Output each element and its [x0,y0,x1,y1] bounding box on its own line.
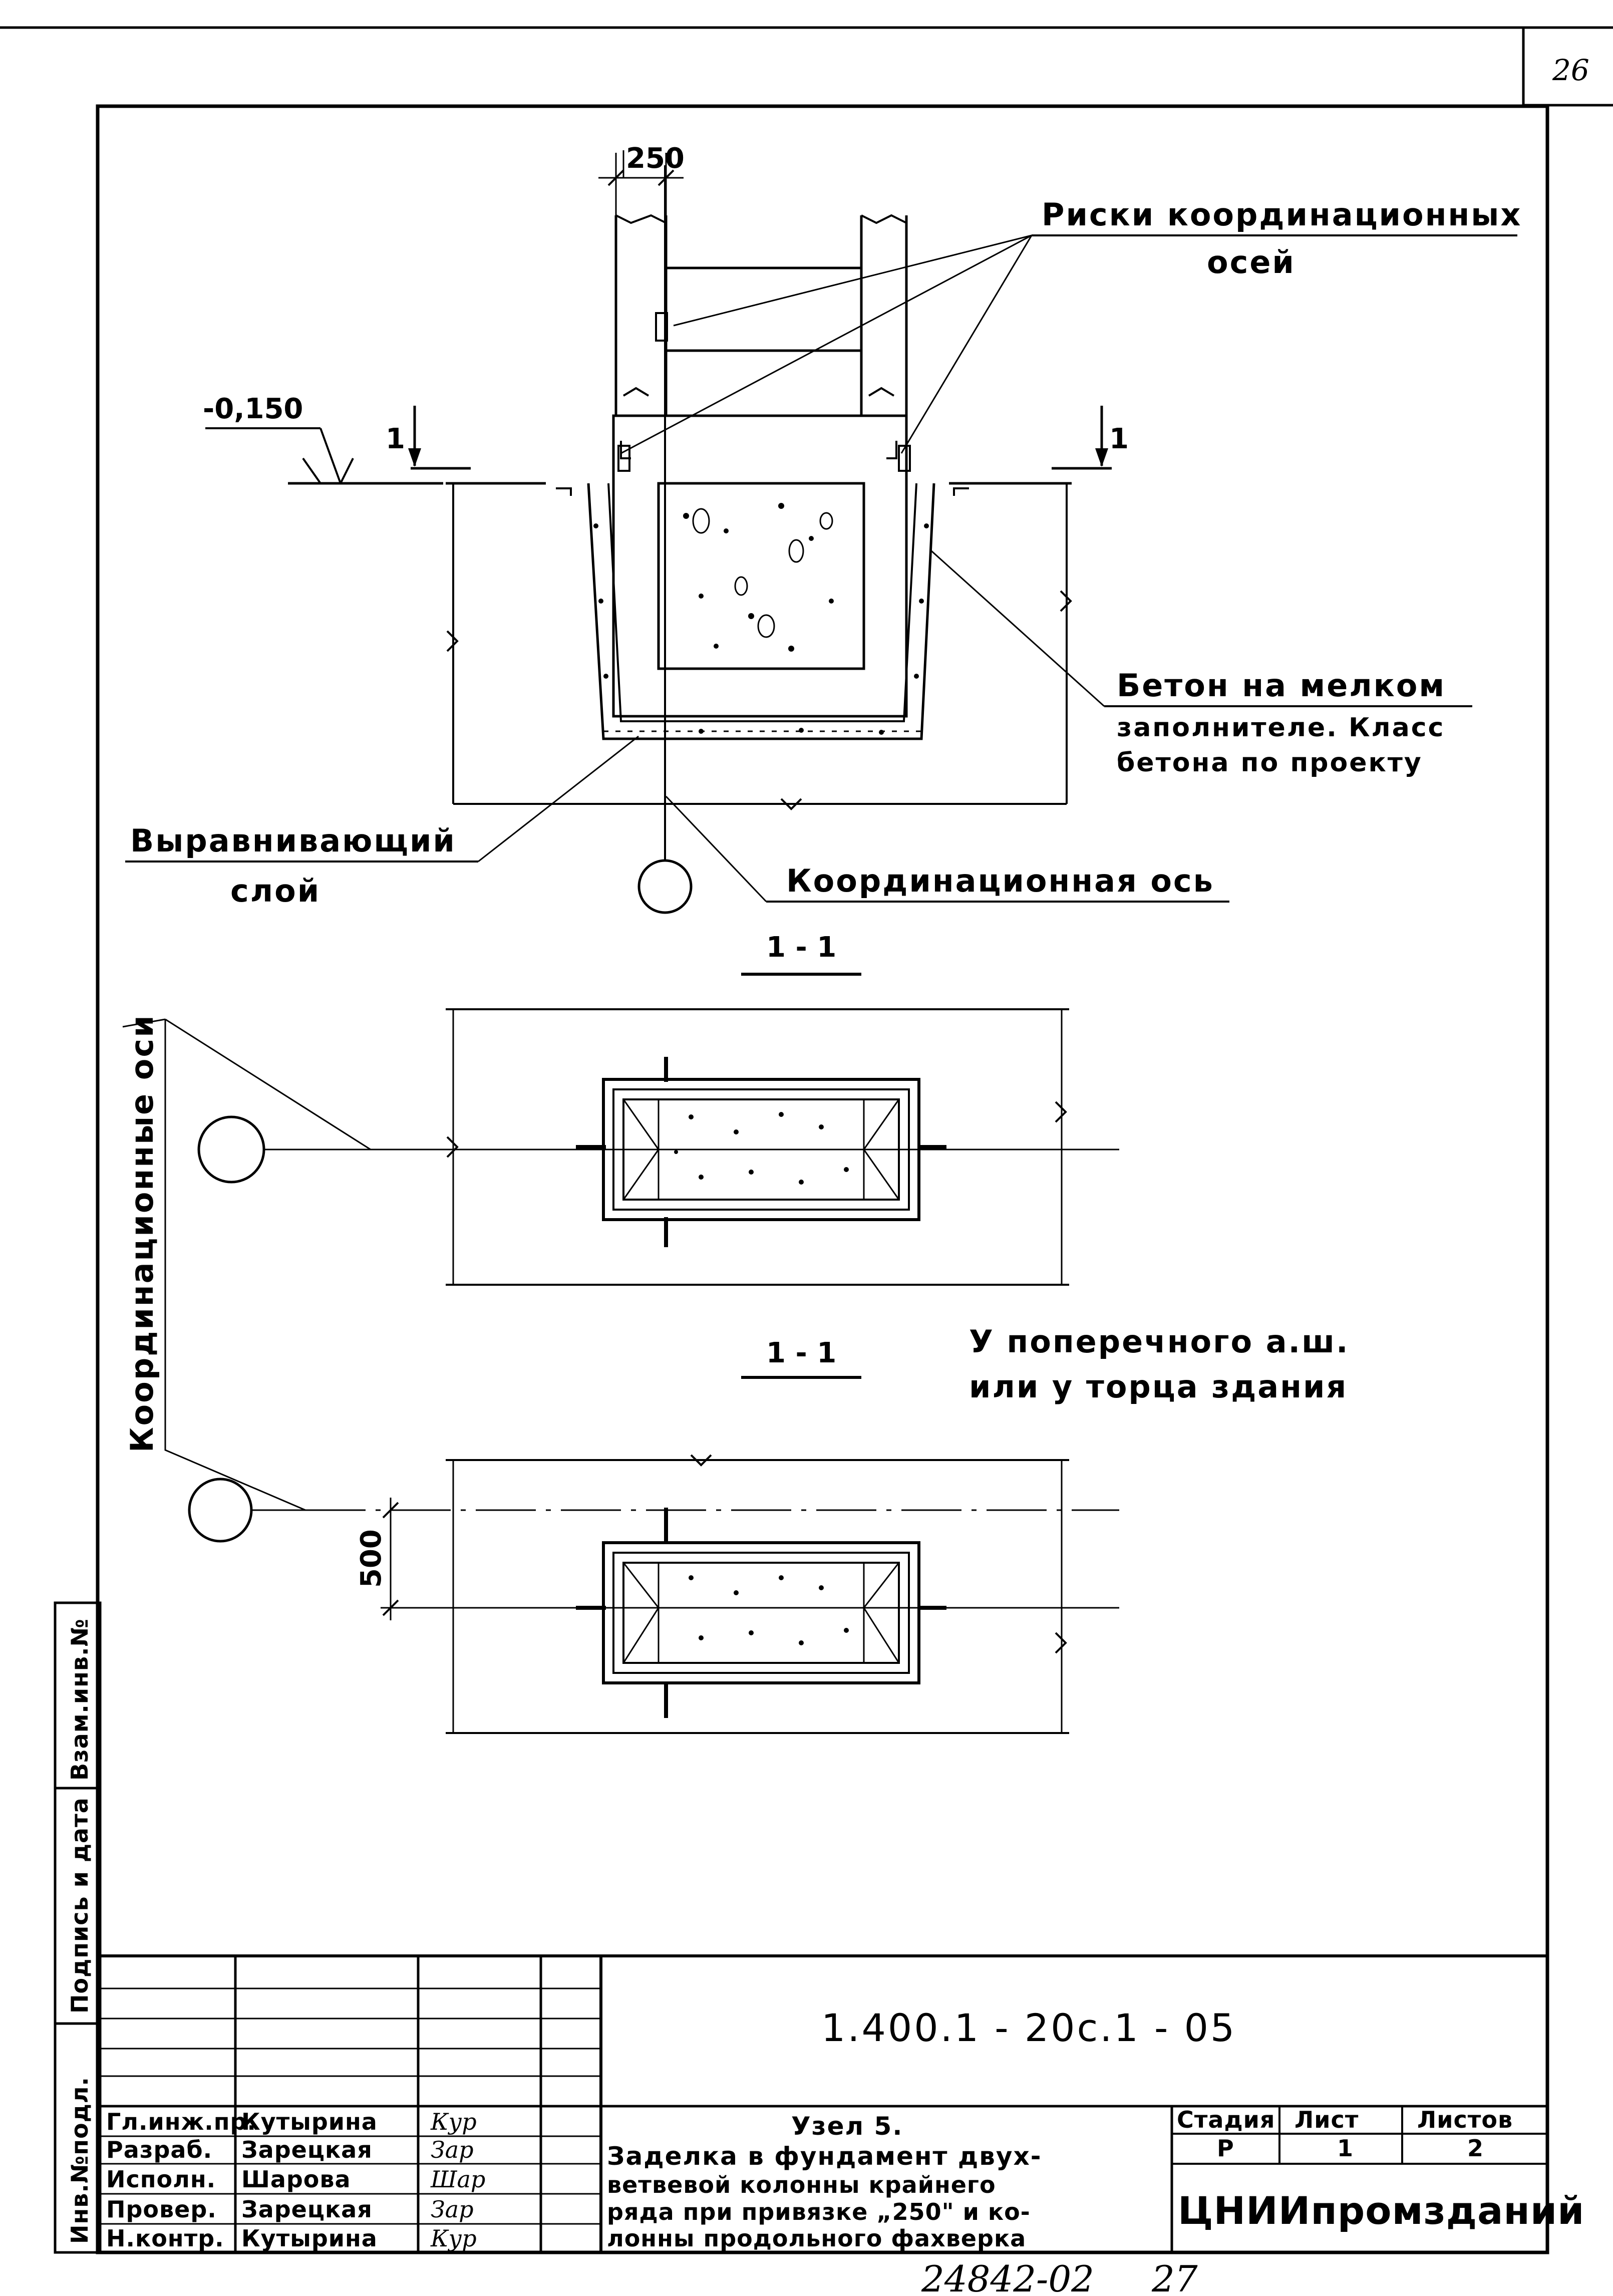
staff-role: Провер. [106,2196,217,2223]
document-designation: 1.400.1 - 20с.1 - 05 [821,2005,1236,2050]
elevation-section: 250 -0,150 1 1 [125,142,1517,914]
staff-name: Зарецкая [241,2196,373,2223]
archive-number: 24842-02 [921,2258,1094,2296]
section-mark-right: 1 [1109,423,1129,455]
drawing-title-line3: ветвевой колонны крайнего [607,2171,996,2198]
staff-role: Исполн. [106,2166,216,2193]
label-coord-axis: Координационная ось [786,863,1214,899]
axis-bubble-top [637,859,693,914]
drawing-title-line4: ряда при привязке „250" и ко- [607,2198,1031,2225]
label-risks-line1: Риски координационных [1042,196,1522,233]
side-stamp-signature-date: Подпись и дата [66,1797,93,2014]
axis-bubble-lower [188,1478,253,1543]
title-block [100,1954,1547,2252]
section-title-1: 1 - 1 [766,931,836,964]
label-note-line2: или у торца здания [969,1368,1348,1405]
staff-signature: Кур [430,2225,477,2252]
concrete-hatch-lower [689,1575,849,1645]
label-note-line1: У поперечного а.ш. [969,1323,1350,1360]
sheets-value: 2 [1467,2135,1484,2162]
drawing-title-line2: Заделка в фундамент двух- [607,2142,1042,2171]
axis-bubble-middle [197,1115,265,1184]
plan-section-lower: 500 [188,1454,1119,1734]
staff-signature: Зар [431,2196,474,2223]
label-risks-line2: осей [1207,244,1296,280]
concrete-pebbles-top [692,508,833,638]
drawing-frame [96,104,1549,2254]
section-title-2: 1 - 1 [766,1337,836,1369]
staff-role: Разраб. [106,2136,212,2163]
drawing-title-line5: лонны продольного фахверка [607,2225,1026,2252]
staff-name: Зарецкая [241,2136,373,2163]
side-stamp-inv-no: Инв.№подл. [66,2077,93,2244]
concrete-hatch-top [593,503,929,735]
organization-name: ЦНИИпромзданий [1178,2188,1584,2233]
sheet-header: Лист [1295,2106,1359,2133]
offset-dimension: 500 [355,1529,388,1588]
staff-name: Шарова [241,2166,351,2193]
page-number: 26 [1552,53,1589,87]
archive-page: 27 [1151,2258,1198,2296]
staff-signature: Шар [430,2166,485,2193]
label-leveling-line1: Выравнивающий [130,822,456,859]
concrete-hatch-middle [674,1112,849,1185]
label-coord-axes-vertical: Координационные оси [124,1014,160,1453]
label-concrete-line1: Бетон на мелком [1117,667,1446,704]
section-mark-left: 1 [386,423,405,455]
staff-name: Кутырина [241,2225,378,2252]
staff-signature: Кур [430,2108,477,2135]
label-concrete-line3: бетона по проекту [1117,748,1423,778]
stage-header: Стадия [1177,2106,1275,2133]
staff-role: Гл.инж.пр. [106,2108,256,2135]
label-leveling-line2: слой [230,873,320,909]
side-stamp: Инв.№подл. Подпись и дата Взам.инв.№ [54,1601,102,2254]
drawing-title-line1: Узел 5. [791,2112,903,2141]
label-concrete-line2: заполнителе. Класс [1117,713,1445,743]
staff-role: Н.контр. [106,2225,224,2252]
plan-section-upper [197,1008,1119,1286]
column-width-dimension: 250 [626,142,685,175]
sheet-value: 1 [1337,2135,1354,2162]
sheets-header: Листов [1417,2106,1513,2133]
side-stamp-replacement-inv: Взам.инв.№ [66,1618,93,1781]
staff-signature: Зар [431,2136,474,2163]
elevation-mark: -0,150 [203,393,303,425]
stage-value: Р [1217,2135,1234,2162]
staff-name: Кутырина [241,2108,378,2135]
